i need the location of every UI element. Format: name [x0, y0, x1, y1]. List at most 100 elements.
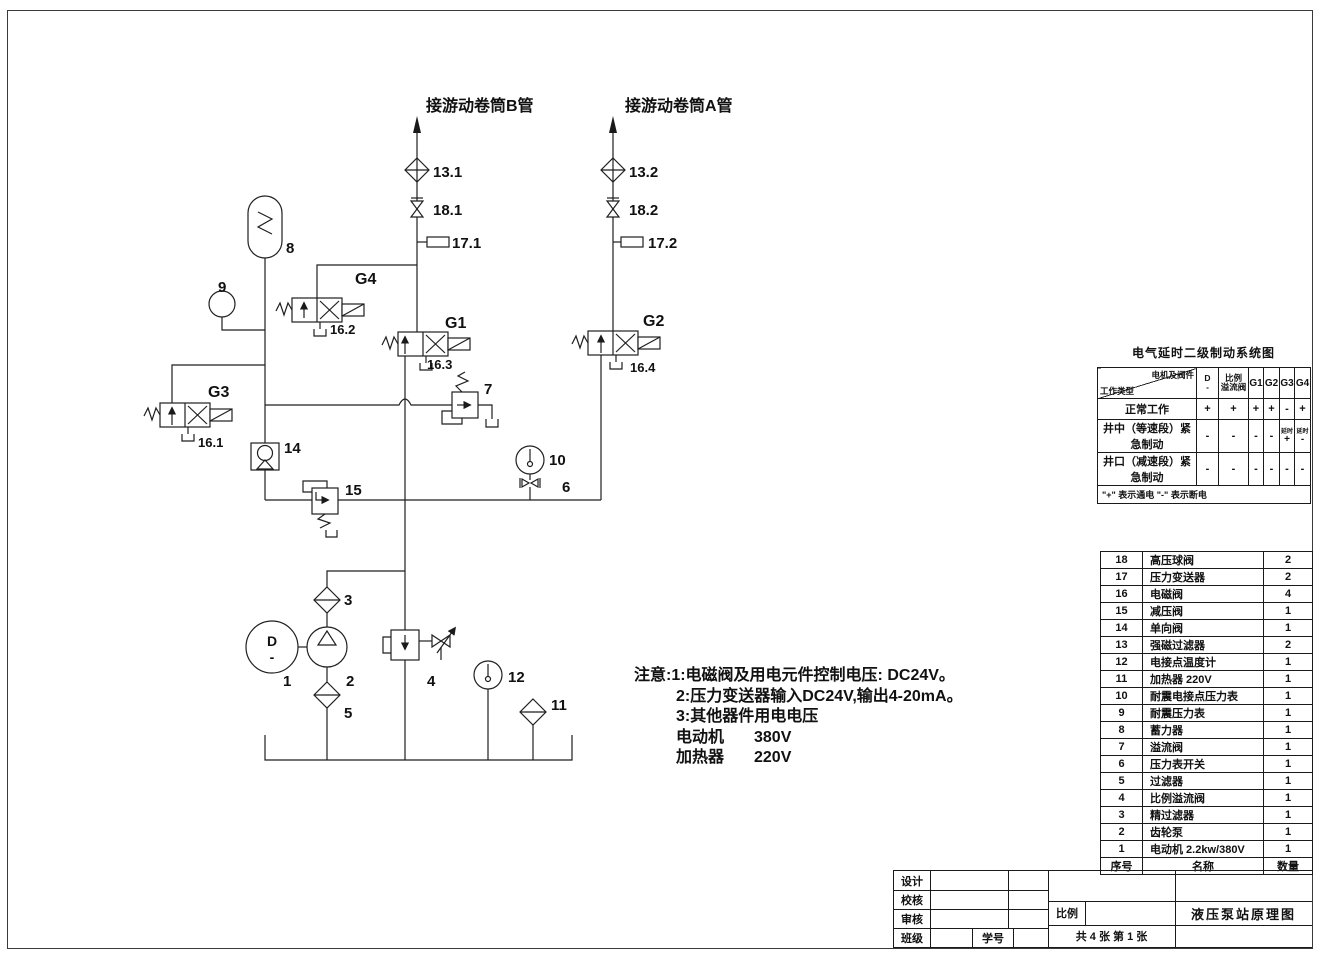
note-line-1: 注意:1:电磁阀及用电元件控制电压: DC24V。 — [634, 667, 955, 684]
state-cell: - — [1248, 452, 1264, 486]
state-cell: 延时 + — [1279, 419, 1295, 453]
solenoid-valve-g4 — [275, 297, 365, 337]
pipe-b-label: 接游动卷筒B管 — [426, 96, 534, 115]
legend-text: "+" 表示通电 "-" 表示断电 — [1097, 485, 1311, 504]
part-name: 电磁阀 — [1142, 585, 1264, 603]
part-number: 3 — [1100, 806, 1143, 824]
table-row: 16 电磁阀 4 — [1100, 585, 1313, 603]
fine-filter-3 — [313, 586, 341, 614]
col-header: G3 — [1279, 367, 1295, 399]
drawing-title: 液压泵站原理图 — [1190, 906, 1296, 922]
table-row: 18 高压球阀 2 — [1100, 551, 1313, 569]
part-qty: 1 — [1263, 789, 1313, 807]
table-row: 9 耐震压力表 1 — [1100, 704, 1313, 722]
label-9: 9 — [218, 279, 226, 296]
part-qty: 1 — [1263, 823, 1313, 841]
col-header: G4 — [1294, 367, 1311, 399]
note-motor-voltage: 电动机 380V — [676, 728, 1034, 749]
part-qty: 1 — [1263, 840, 1313, 858]
solenoid-valve-g3 — [143, 402, 233, 442]
part-qty: 1 — [1263, 653, 1313, 671]
col-header-no: 序号 — [1100, 857, 1143, 875]
part-qty: 1 — [1263, 602, 1313, 620]
heater-voltage-label: 加热器 — [676, 749, 725, 766]
part-number: 14 — [1100, 619, 1143, 637]
label-13-1: 13.1 — [433, 164, 462, 181]
part-number: 4 — [1100, 789, 1143, 807]
note-heater-voltage: 加热器 220V — [676, 748, 1034, 769]
row-label: 井中（等速段）紧急制动 — [1097, 419, 1197, 453]
table-row: 11 加热器 220V 1 — [1100, 670, 1313, 688]
table-row: 8 蓄力器 1 — [1100, 721, 1313, 739]
gauge-switch-6 — [519, 477, 541, 489]
electric-footer-row: "+" 表示通电 "-" 表示断电 — [1097, 485, 1311, 504]
part-name: 单向阀 — [1142, 619, 1264, 637]
part-number: 2 — [1100, 823, 1143, 841]
corner-top-label: 电机及阀件 — [1151, 370, 1194, 380]
corner-bottom-label: 工作类型 — [1100, 386, 1135, 396]
reducing-valve-15 — [302, 480, 339, 538]
table-row: 14 单向阀 1 — [1100, 619, 1313, 637]
note-line-2: 2:压力变送器输入DC24V,输出4-20mA。 — [676, 687, 963, 705]
part-number: 13 — [1100, 636, 1143, 654]
label-18-1: 18.1 — [433, 202, 462, 219]
check-valve-14 — [250, 442, 280, 471]
label-16-2: 16.2 — [330, 322, 355, 337]
state-cell: - — [1218, 452, 1249, 486]
label-4: 4 — [427, 673, 436, 690]
electric-row-normal: 正常工作 + + + + - + — [1097, 398, 1311, 420]
accumulator-symbol — [247, 195, 283, 259]
part-qty: 2 — [1263, 636, 1313, 654]
label-13-2: 13.2 — [629, 164, 658, 181]
part-qty: 1 — [1263, 721, 1313, 739]
part-name: 过滤器 — [1142, 772, 1264, 790]
label-g3: G3 — [208, 384, 229, 401]
review-label: 审核 — [901, 913, 923, 926]
label-16-1: 16.1 — [198, 435, 223, 450]
contact-thermometer-12 — [473, 660, 503, 690]
solenoid-valve-g1 — [381, 331, 471, 371]
table-row: 5 过滤器 1 — [1100, 772, 1313, 790]
col-header-name: 名称 — [1142, 857, 1264, 875]
part-qty: 2 — [1263, 568, 1313, 586]
part-name: 精过滤器 — [1142, 806, 1264, 824]
student-id-label: 学号 — [982, 932, 1004, 945]
motor-minus: - — [270, 649, 275, 665]
part-name: 耐震电接点压力表 — [1142, 687, 1264, 705]
row-label: 正常工作 — [1097, 398, 1197, 420]
class-label: 班级 — [901, 932, 923, 945]
label-16-3: 16.3 — [427, 357, 452, 372]
row-label: 井口（减速段）紧急制动 — [1097, 452, 1197, 486]
part-name: 加热器 220V — [1142, 670, 1264, 688]
electric-row-midshaft: 井中（等速段）紧急制动 - - - - 延时 + 延时 - — [1097, 419, 1311, 453]
label-17-2: 17.2 — [648, 235, 677, 252]
col-header-qty: 数量 — [1263, 857, 1313, 875]
part-qty: 1 — [1263, 687, 1313, 705]
table-row: 7 溢流阀 1 — [1100, 738, 1313, 756]
state-cell: - — [1294, 452, 1311, 486]
state-cell: - — [1279, 452, 1295, 486]
table-row: 15 减压阀 1 — [1100, 602, 1313, 620]
label-g2: G2 — [643, 313, 664, 330]
table-row: 1 电动机 2.2kw/380V 1 — [1100, 840, 1313, 858]
state-cell: - — [1218, 419, 1249, 453]
part-number: 7 — [1100, 738, 1143, 756]
design-label: 设计 — [901, 875, 923, 888]
delay-note: 延时 — [1296, 428, 1309, 435]
label-7: 7 — [484, 381, 492, 398]
table-row: 2 齿轮泵 1 — [1100, 823, 1313, 841]
state-cell: - — [1248, 419, 1264, 453]
electric-logic-table: 电机及阀件 工作类型 D - 比例 溢流阀 G1 G2 G3 G4 正常工作 +… — [1097, 367, 1311, 504]
corner-cell: 电机及阀件 工作类型 — [1097, 367, 1197, 399]
part-name: 溢流阀 — [1142, 738, 1264, 756]
state-cell: - — [1196, 419, 1219, 453]
state-cell: - — [1263, 452, 1280, 486]
state-cell: + — [1196, 398, 1219, 420]
part-qty: 4 — [1263, 585, 1313, 603]
part-name: 压力表开关 — [1142, 755, 1264, 773]
table-row: 13 强磁过滤器 2 — [1100, 636, 1313, 654]
part-qty: 1 — [1263, 738, 1313, 756]
part-name: 强磁过滤器 — [1142, 636, 1264, 654]
part-number: 16 — [1100, 585, 1143, 603]
state-value: - — [1300, 433, 1305, 445]
